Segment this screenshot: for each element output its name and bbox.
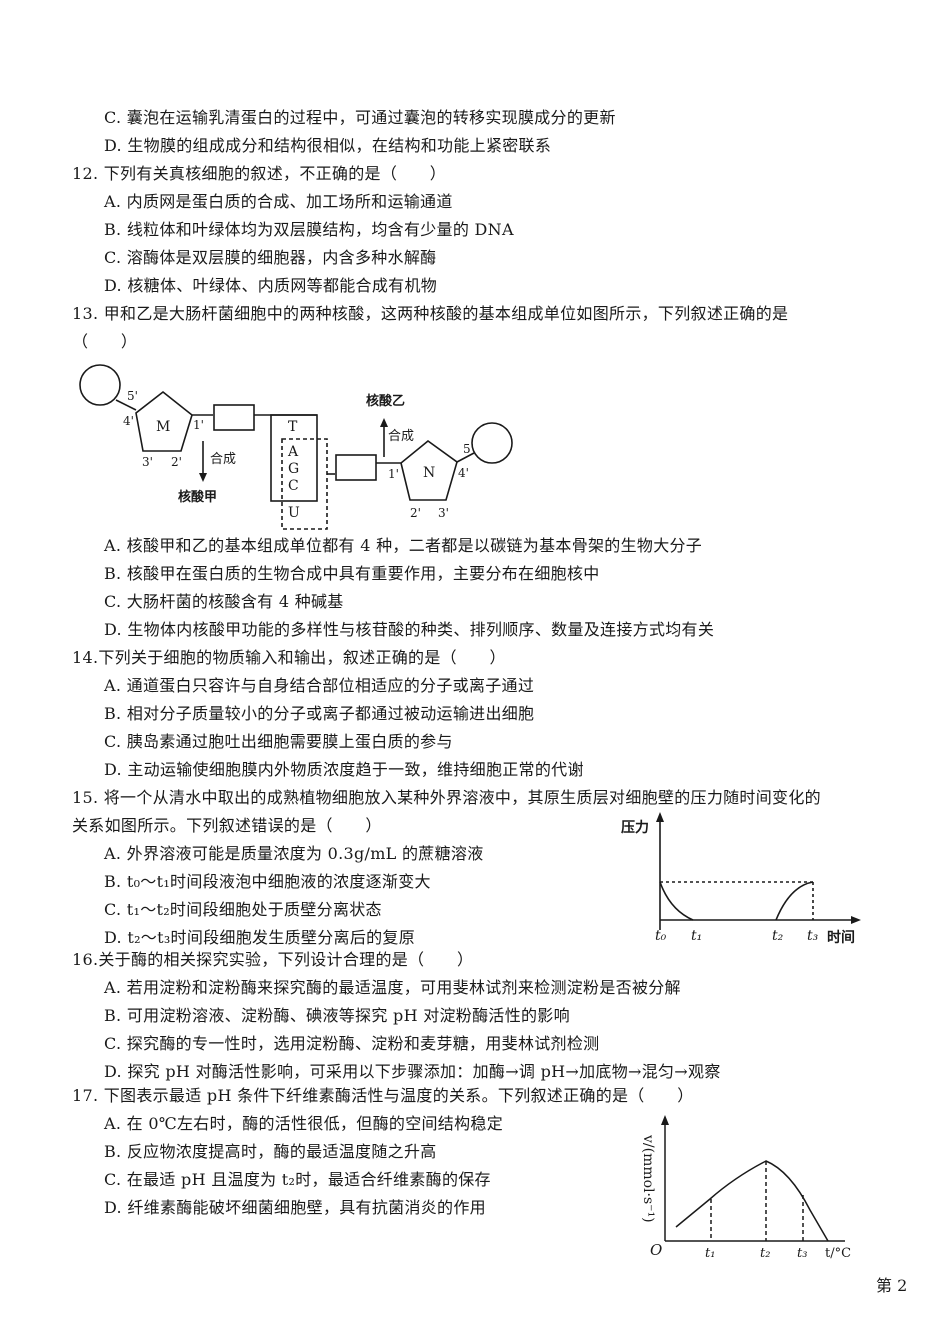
- svg-text:v/(mmol·s⁻¹): v/(mmol·s⁻¹): [640, 1134, 656, 1223]
- q17-option-c: C. 在最适 pH 且温度为 t₂时，最适合纤维素酶的保存: [104, 1170, 491, 1189]
- svg-text:2': 2': [410, 506, 421, 520]
- svg-text:合成: 合成: [388, 429, 414, 444]
- svg-text:核酸甲: 核酸甲: [178, 489, 217, 505]
- q15-stem: 15. 将一个从清水中取出的成熟植物细胞放入某种外界溶液中，其原生质层对细胞壁的…: [72, 788, 821, 807]
- svg-text:t₁: t₁: [691, 928, 702, 944]
- svg-text:t₀: t₀: [655, 928, 667, 944]
- svg-text:核酸乙: 核酸乙: [366, 393, 405, 409]
- q13-stem-cont: （ ）: [72, 332, 138, 351]
- q13-option-d: D. 生物体内核酸甲功能的多样性与核苷酸的种类、排列顺序、数量及连接方式均有关: [104, 620, 715, 639]
- q12-option-d: D. 核糖体、叶绿体、内质网等都能合成有机物: [104, 276, 438, 295]
- svg-text:t/°C: t/°C: [825, 1246, 851, 1261]
- svg-text:1': 1': [193, 418, 204, 432]
- svg-text:t₂: t₂: [772, 928, 784, 944]
- q12-option-a: A. 内质网是蛋白质的合成、加工场所和运输通道: [104, 192, 453, 211]
- svg-text:C: C: [288, 478, 299, 494]
- q15-option-c: C. t₁～t₂时间段细胞处于质壁分离状态: [104, 900, 382, 919]
- q16-stem: 16.关于酶的相关探究实验，下列设计合理的是（ ）: [72, 950, 474, 969]
- svg-text:压力: 压力: [621, 819, 649, 836]
- svg-text:t₃: t₃: [797, 1246, 807, 1261]
- svg-text:2': 2': [171, 455, 182, 469]
- q17-option-a: A. 在 0℃左右时，酶的活性很低，但酶的空间结构稳定: [104, 1114, 504, 1133]
- q15-stem-cont: 关系如图所示。下列叙述错误的是（ ）: [72, 816, 382, 835]
- q16-option-c: C. 探究酶的专一性时，选用淀粉酶、淀粉和麦芽糖，用斐林试剂检测: [104, 1034, 600, 1053]
- q16-option-d: D. 探究 pH 对酶活性影响，可采用以下步骤添加：加酶→调 pH→加底物→混匀…: [104, 1062, 721, 1081]
- q16-option-b: B. 可用淀粉溶液、淀粉酶、碘液等探究 pH 对淀粉酶活性的影响: [104, 1006, 570, 1025]
- pressure-time-graph: 压力 t₀ t₁ t₂ t₃ 时间: [621, 812, 861, 946]
- q17-stem: 17. 下图表示最适 pH 条件下纤维素酶活性与温度的关系。下列叙述正确的是（ …: [72, 1086, 694, 1105]
- page-number: 第 2: [876, 1276, 908, 1295]
- q15-option-a: A. 外界溶液可能是质量浓度为 0.3g/mL 的蔗糖溶液: [104, 844, 484, 863]
- q12-stem: 12. 下列有关真核细胞的叙述，不正确的是（ ）: [72, 164, 447, 183]
- svg-text:3': 3': [438, 506, 449, 520]
- q13-option-a: A. 核酸甲和乙的基本组成单位都有 4 种，二者都是以碳链为基本骨架的生物大分子: [104, 536, 703, 555]
- q14-option-c: C. 胰岛素通过胞吐出细胞需要膜上蛋白质的参与: [104, 732, 453, 751]
- svg-text:5': 5': [463, 442, 474, 456]
- q17-option-b: B. 反应物浓度提高时，酶的最适温度随之升高: [104, 1142, 437, 1161]
- svg-text:4': 4': [458, 466, 469, 480]
- svg-text:O: O: [650, 1241, 662, 1259]
- q13-option-b: B. 核酸甲在蛋白质的生物合成中具有重要作用，主要分布在细胞核中: [104, 564, 600, 583]
- q16-option-a: A. 若用淀粉和淀粉酶来探究酶的最适温度，可用斐林试剂来检测淀粉是否被分解: [104, 978, 681, 997]
- svg-text:M: M: [156, 419, 170, 435]
- q11-option-c: C. 囊泡在运输乳清蛋白的过程中，可通过囊泡的转移实现膜成分的更新: [104, 108, 616, 127]
- svg-text:t₁: t₁: [705, 1246, 715, 1261]
- svg-text:A: A: [287, 444, 299, 460]
- svg-text:t₃: t₃: [807, 928, 819, 944]
- svg-text:N: N: [423, 465, 435, 481]
- q15-option-b: B. t₀～t₁时间段液泡中细胞液的浓度逐渐变大: [104, 872, 431, 891]
- svg-text:3': 3': [142, 455, 153, 469]
- svg-text:T: T: [288, 419, 298, 435]
- q17-option-d: D. 纤维素酶能破坏细菌细胞壁，具有抗菌消炎的作用: [104, 1198, 486, 1217]
- q14-option-a: A. 通道蛋白只容许与自身结合部位相适应的分子或离子通过: [104, 676, 535, 695]
- q14-option-d: D. 主动运输使细胞膜内外物质浓度趋于一致，维持细胞正常的代谢: [104, 760, 584, 779]
- q12-option-c: C. 溶酶体是双层膜的细胞器，内含多种水解酶: [104, 248, 437, 267]
- q13-option-c: C. 大肠杆菌的核酸含有 4 种碱基: [104, 592, 344, 611]
- svg-text:时间: 时间: [827, 929, 855, 946]
- svg-text:合成: 合成: [210, 452, 236, 467]
- q15-option-d: D. t₂～t₃时间段细胞发生质壁分离后的复原: [104, 928, 416, 947]
- svg-text:t₂: t₂: [760, 1246, 770, 1261]
- q14-stem: 14.下列关于细胞的物质输入和输出，叙述正确的是（ ）: [72, 648, 506, 667]
- nucleotide-diagram: 5' 4' 1' 3' 2' M 合成 核酸甲 T A G C U 合成 核酸乙…: [79, 364, 513, 530]
- svg-text:5': 5': [127, 389, 138, 403]
- svg-text:G: G: [288, 461, 299, 477]
- enzyme-temperature-graph: O t₁ t₂ t₃ t/°C v/(mmol·s⁻¹): [640, 1115, 851, 1261]
- svg-text:1': 1': [388, 467, 399, 481]
- svg-text:4': 4': [123, 414, 134, 428]
- q11-option-d: D. 生物膜的组成成分和结构很相似，在结构和功能上紧密联系: [104, 136, 552, 155]
- svg-text:U: U: [288, 505, 300, 521]
- q13-stem: 13. 甲和乙是大肠杆菌细胞中的两种核酸，这两种核酸的基本组成单位如图所示，下列…: [72, 304, 789, 323]
- q12-option-b: B. 线粒体和叶绿体均为双层膜结构，均含有少量的 DNA: [104, 220, 514, 239]
- q14-option-b: B. 相对分子质量较小的分子或离子都通过被动运输进出细胞: [104, 704, 535, 723]
